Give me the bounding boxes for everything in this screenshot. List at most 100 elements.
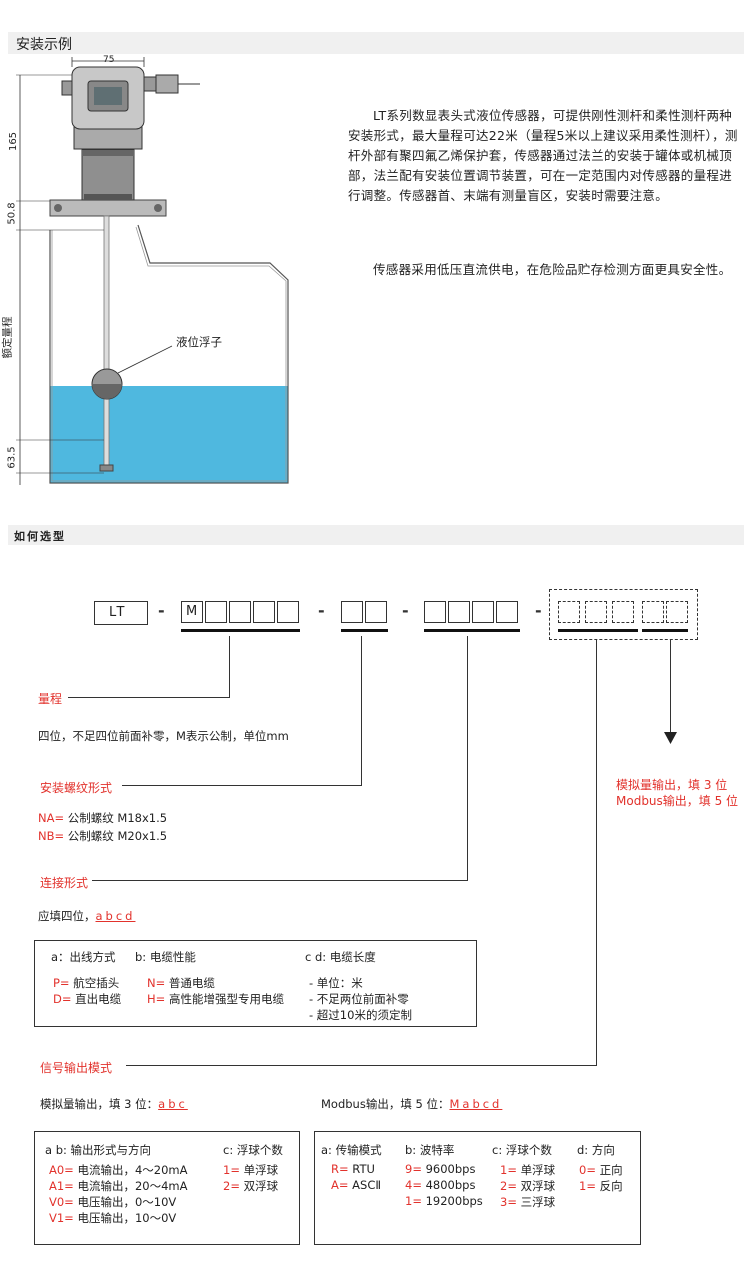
modbus-b-text-4: 4800bps <box>425 1178 476 1192</box>
modbus-d-code-0: 0= <box>579 1163 596 1177</box>
thread-text-nb: 公制螺纹 M20x1.5 <box>67 829 168 843</box>
code-cell-connect-1 <box>424 601 446 623</box>
code-dash-3: - <box>402 601 409 620</box>
signal-analog-text: 模拟量输出，填 3 位： <box>40 1097 159 1111</box>
signal-note-modbus: Modbus输出，填 5 位 <box>616 794 739 808</box>
section-header-install: 安装示例 <box>8 32 744 54</box>
code-metric-m: M <box>186 604 198 619</box>
section-header-selection: 如何选型 <box>8 525 744 545</box>
modbus-c-text-2: 双浮球 <box>520 1179 556 1193</box>
connect-b-head: b: 电缆性能 <box>135 950 196 964</box>
analog-code-v1: V1= <box>49 1211 74 1225</box>
thread-code-nb: NB= <box>38 829 65 843</box>
dim-height-165: 165 <box>8 131 20 152</box>
code-cell-connect-4 <box>496 601 518 623</box>
connect-text-p: 航空插头 <box>73 976 120 990</box>
modbus-c-code-1: 1= <box>500 1163 517 1177</box>
code-cell-signal-1 <box>558 601 580 623</box>
modbus-d-code-1: 1= <box>579 1179 596 1193</box>
analog-c-head: c: 浮球个数 <box>223 1143 283 1157</box>
connect-cd-head: c d: 电缆长度 <box>305 950 376 964</box>
connect-cd-line-1: - 单位：米 <box>309 976 363 990</box>
modbus-d-text-0: 正向 <box>599 1163 623 1177</box>
connect-options-box: a：出线方式 b: 电缆性能 c d: 电缆长度 P= 航空插头 D= 直出电缆… <box>34 940 477 1027</box>
code-cell-range-4 <box>277 601 299 623</box>
modbus-b-code-9: 9= <box>405 1162 422 1176</box>
connect-fill-text: 应填四位， <box>38 909 96 923</box>
modbus-b-text-1: 19200bps <box>425 1194 483 1208</box>
code-cell-range-1 <box>205 601 227 623</box>
code-cell-thread-2 <box>365 601 387 623</box>
description-paragraph-1: LT系列数显表头式液位传感器，可提供刚性测杆和柔性测杆两种安装形式，最大量程可达… <box>348 108 738 203</box>
signal-note-analog: 模拟量输出，填 3 位 <box>616 778 728 792</box>
signal-code-group <box>549 589 698 640</box>
thread-code-na: NA= <box>38 811 65 825</box>
analog-code-a0: A0= <box>49 1163 74 1177</box>
probe-rod <box>103 215 110 467</box>
connect-a-head: a：出线方式 <box>51 950 116 964</box>
range-underline <box>181 629 300 632</box>
signal-modbus-text: Modbus输出，填 5 位： <box>321 1097 450 1111</box>
signal-title: 信号输出模式 <box>40 1061 113 1075</box>
analog-c-text-1: 单浮球 <box>243 1163 279 1177</box>
code-dash-2: - <box>318 601 325 620</box>
code-cell-signal-3 <box>612 601 634 623</box>
modbus-c-head: c: 浮球个数 <box>492 1143 552 1157</box>
description-paragraph-2: 传感器采用低压直流供电，在危险品贮存检测方面更具安全性。 <box>373 262 732 277</box>
analog-text-a0: 电流输出，4～20mA <box>77 1163 188 1177</box>
installation-diagram <box>16 57 289 485</box>
code-cell-m: M <box>181 601 203 623</box>
thread-underline <box>341 629 388 632</box>
analog-c-text-2: 双浮球 <box>243 1179 279 1193</box>
modbus-b-code-1: 1= <box>405 1194 422 1208</box>
modbus-a-code-a: A= <box>331 1178 349 1192</box>
sensor-body <box>81 149 135 201</box>
modbus-b-text-9: 9600bps <box>425 1162 476 1176</box>
analog-c-code-2: 2= <box>223 1179 240 1193</box>
float-label: 液位浮子 <box>176 335 222 349</box>
dim-height-635: 63.5 <box>6 446 18 469</box>
connect-underline <box>424 629 520 632</box>
arrow-down-icon <box>664 732 677 744</box>
connect-cd-line-2: - 不足两位前面补零 <box>309 992 409 1006</box>
modbus-c-text-3: 三浮球 <box>520 1195 556 1209</box>
code-cell-range-2 <box>229 601 251 623</box>
code-cell-signal-4 <box>642 601 664 623</box>
code-cell-thread-1 <box>341 601 363 623</box>
code-prefix-box: LT <box>94 601 148 625</box>
tank-outline <box>49 224 289 484</box>
modbus-d-head: d: 方向 <box>577 1143 615 1157</box>
code-dash-1: - <box>158 601 165 620</box>
range-description: 四位，不足四位前面补零，M表示公制，单位mm <box>38 729 289 743</box>
connect-code-h: H= <box>147 992 166 1006</box>
analog-c-code-1: 1= <box>223 1163 240 1177</box>
code-cell-connect-2 <box>448 601 470 623</box>
analog-text-v1: 电压输出，10～0V <box>77 1211 177 1225</box>
code-cell-signal-2 <box>585 601 607 623</box>
section-title-install: 安装示例 <box>16 37 72 53</box>
thread-text-na: 公制螺纹 M18x1.5 <box>67 811 168 825</box>
signal-underline-analog <box>558 629 638 632</box>
modbus-a-text-a: ASCⅡ <box>352 1178 382 1192</box>
modbus-a-head: a: 传输模式 <box>321 1143 382 1157</box>
signal-analog-code: abc <box>158 1097 188 1111</box>
code-cell-range-3 <box>253 601 275 623</box>
modbus-a-text-r: RTU <box>352 1162 375 1176</box>
liquid-fill <box>50 386 288 483</box>
thread-title: 安装螺纹形式 <box>40 781 113 795</box>
flange <box>49 199 167 217</box>
modbus-c-code-2: 2= <box>500 1179 517 1193</box>
connect-text-h: 高性能增强型专用电缆 <box>168 992 284 1006</box>
modbus-b-code-4: 4= <box>405 1178 422 1192</box>
modbus-d-text-1: 反向 <box>599 1179 623 1193</box>
dim-width-75: 75 <box>103 55 115 65</box>
modbus-c-text-1: 单浮球 <box>520 1163 556 1177</box>
code-dash-4: - <box>535 601 542 620</box>
code-cell-connect-3 <box>472 601 494 623</box>
signal-modbus-code: Mabcd <box>449 1097 503 1111</box>
analog-code-a1: A1= <box>49 1179 74 1193</box>
code-cell-signal-5 <box>666 601 688 623</box>
dim-height-508: 50.8 <box>6 202 18 225</box>
code-prefix: LT <box>109 605 127 620</box>
analog-code-v0: V0= <box>49 1195 74 1209</box>
